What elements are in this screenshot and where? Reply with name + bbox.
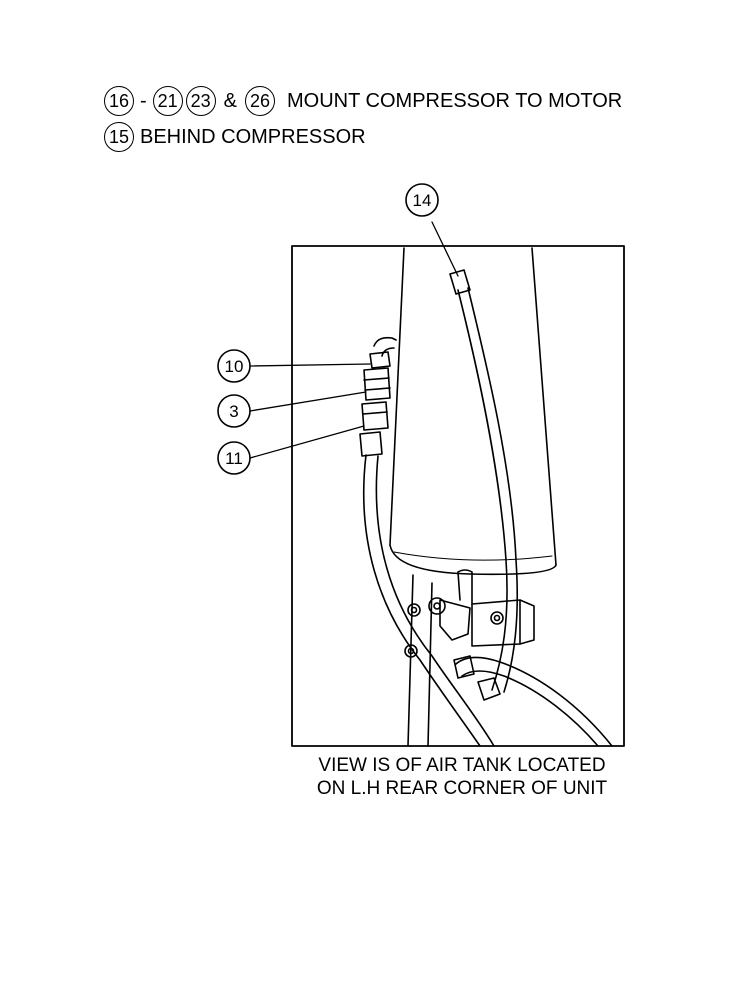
callout-26: 26 [245, 86, 276, 116]
callout-10-label: 10 [225, 357, 244, 376]
right-air-line [457, 289, 508, 691]
ampersand: & [223, 89, 238, 112]
callout-14-label: 14 [413, 191, 432, 210]
legend-line-1: 16 - 21 23 & 26 MOUNT COMPRESSOR TO MOTO… [104, 86, 622, 116]
callout-3-label: 3 [229, 402, 238, 421]
legend-line-2: 15 BEHIND COMPRESSOR [104, 122, 366, 152]
drain-valve [439, 599, 471, 641]
callout-21: 21 [152, 86, 183, 116]
range-dash: - [140, 89, 147, 112]
leader-3 [249, 391, 367, 412]
legend-text-mount: MOUNT COMPRESSOR TO MOTOR [287, 89, 623, 112]
valve-stem [457, 569, 473, 605]
bolt-lower [404, 644, 418, 658]
callout-3-circle [217, 394, 251, 428]
view-frame [291, 245, 625, 747]
bolt-upper [407, 603, 421, 617]
view-caption: VIEW IS OF AIR TANK LOCATED ON L.H REAR … [292, 754, 632, 800]
legend-text-behind: BEHIND COMPRESSOR [140, 125, 366, 148]
line-end-cap [449, 269, 471, 295]
leader-14 [431, 221, 459, 277]
callout-23: 23 [185, 86, 216, 116]
caption-line-1: VIEW IS OF AIR TANK LOCATED [318, 755, 606, 776]
callout-11-circle [217, 441, 251, 475]
leader-10 [249, 363, 371, 367]
callout-15: 15 [104, 122, 134, 152]
air-tank-bottom [389, 544, 557, 576]
leader-11 [249, 425, 365, 459]
callout-10-circle [217, 349, 251, 383]
coupling-fitting [363, 367, 391, 401]
callout-16: 16 [104, 86, 134, 116]
elbow-fitting [373, 336, 397, 357]
callout-11-label: 11 [225, 449, 243, 468]
callout-14-circle [405, 183, 439, 217]
air-tank-body [389, 247, 557, 566]
caption-line-2: ON L.H REAR CORNER OF UNIT [316, 778, 608, 799]
nut-fitting [361, 401, 389, 431]
left-air-line [362, 454, 481, 747]
union-fitting [477, 677, 501, 701]
